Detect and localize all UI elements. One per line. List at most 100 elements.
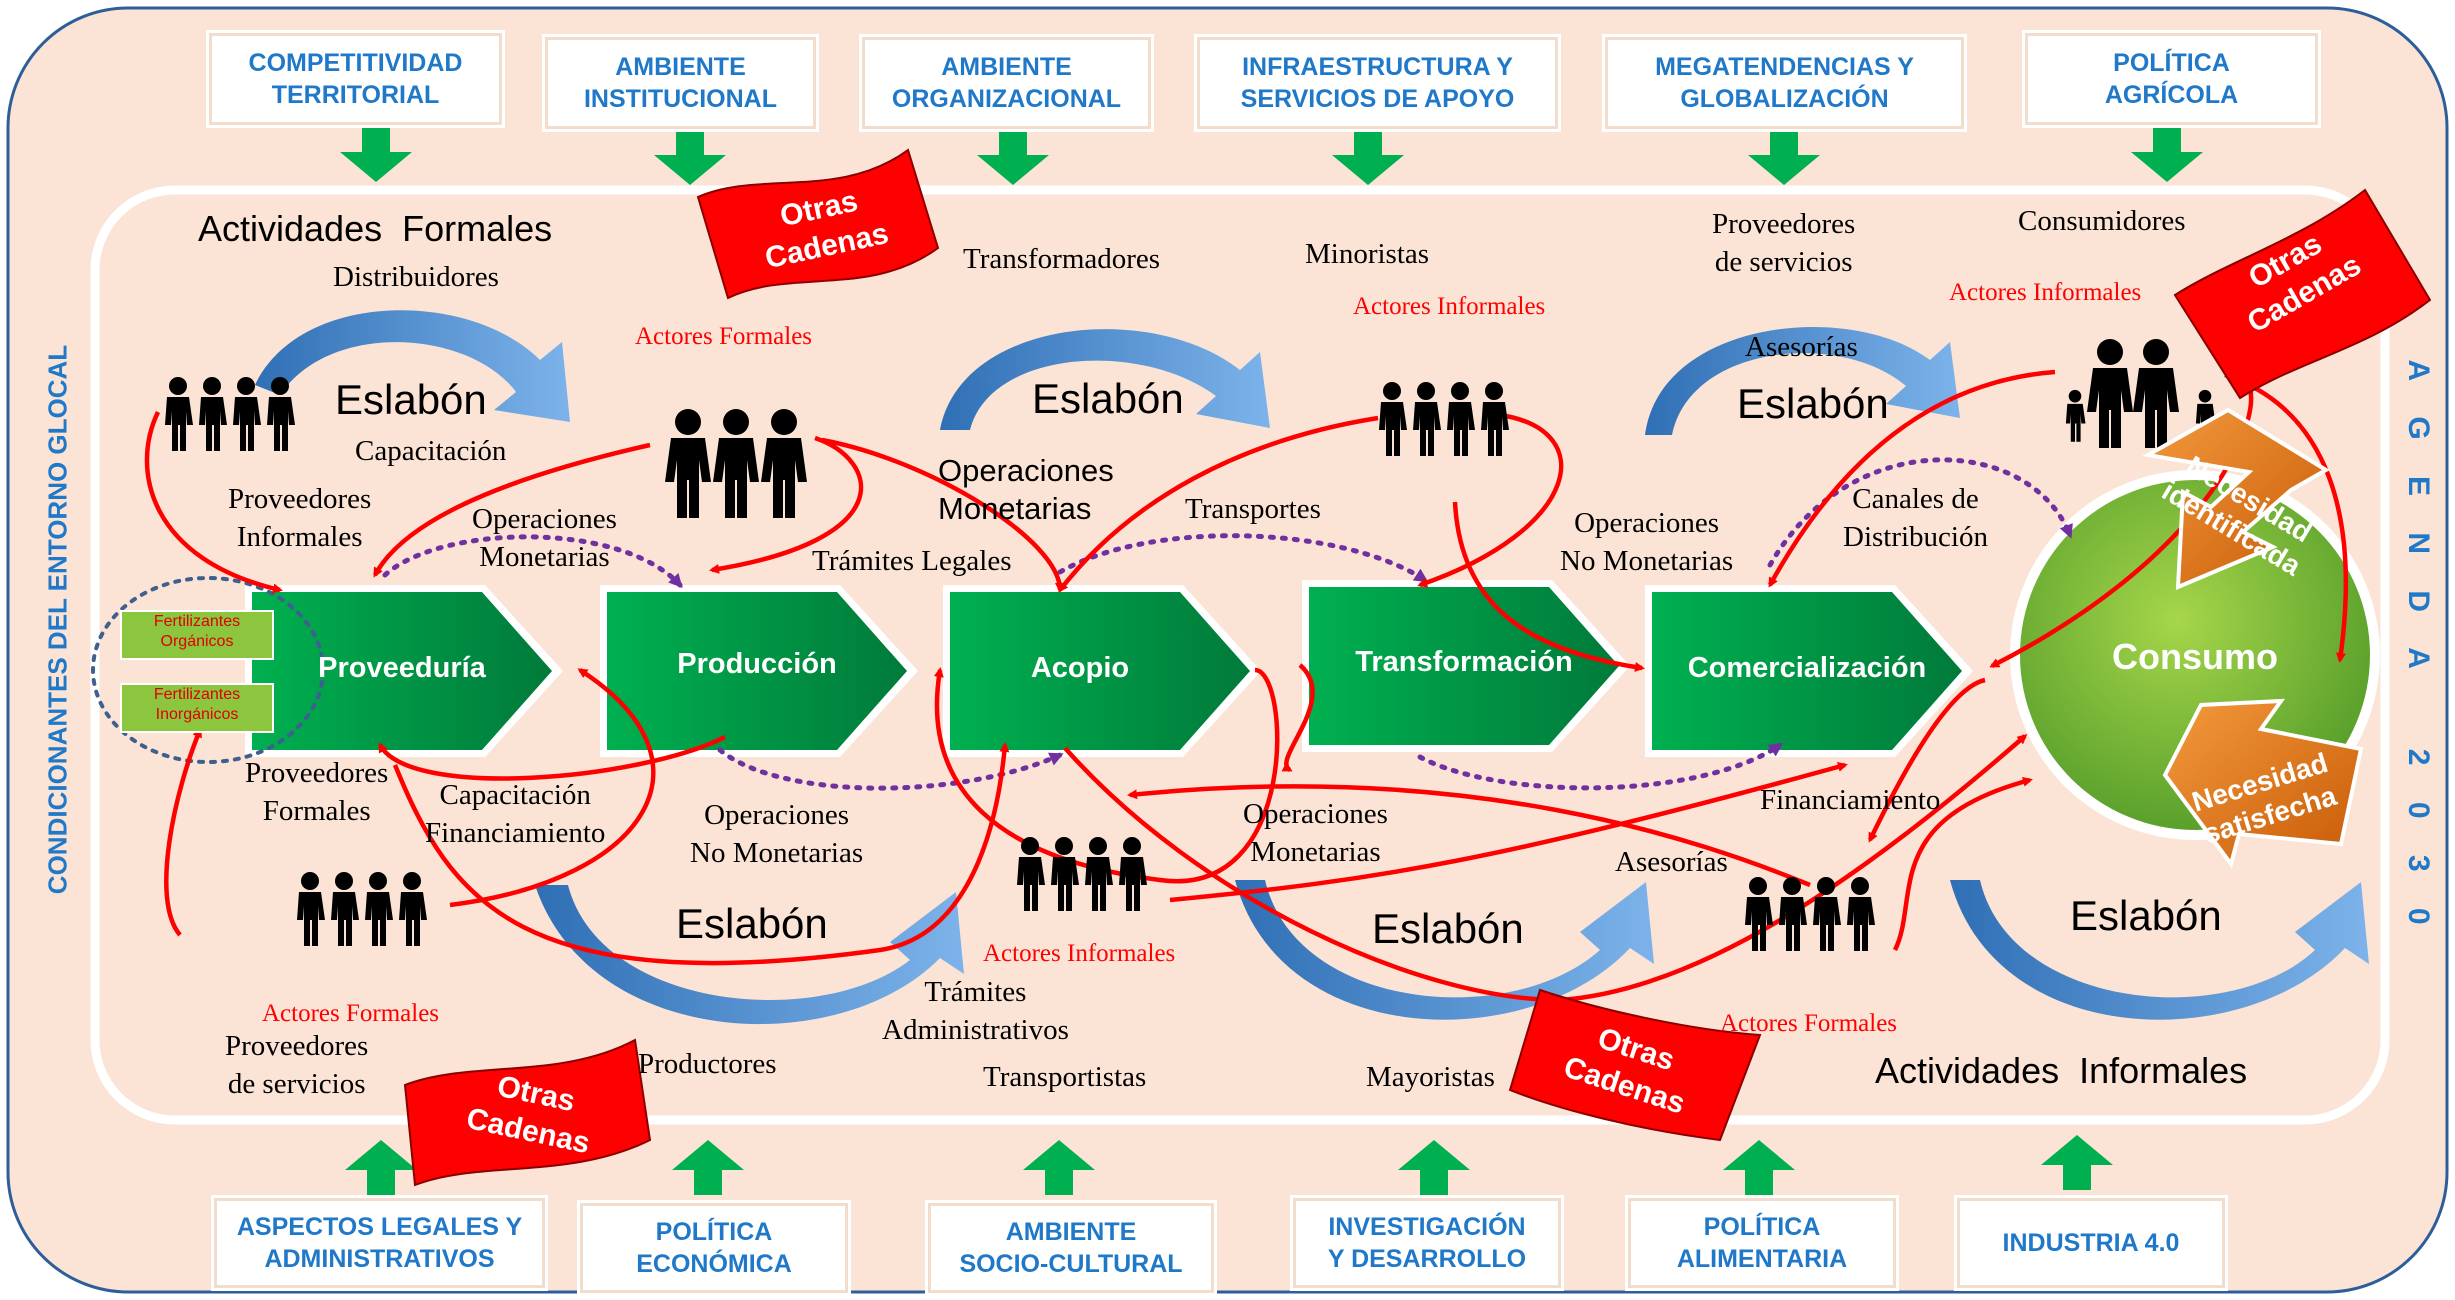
factor-line: AMBIENTE <box>615 53 746 81</box>
stage-arrows <box>245 580 1973 757</box>
factor-line: INDUSTRIA 4.0 <box>2002 1229 2180 1257</box>
factor-aspectos-legales: ASPECTOS LEGALES Y ADMINISTRATIVOS <box>214 1198 545 1288</box>
stage-comercializacion: Comercialización <box>1687 652 1927 684</box>
factor-line: MEGATENDENCIAS Y <box>1655 53 1914 81</box>
factor-line: AMBIENTE <box>941 53 1072 81</box>
label-consumidores: Consumidores <box>2018 205 2186 237</box>
otras-cadenas-flags <box>403 148 2432 1187</box>
label-line: Formales <box>262 795 371 827</box>
factor-line: ADMINISTRATIVOS <box>264 1245 495 1273</box>
label-proveedores-servicios-top: Proveedores de servicios <box>1712 205 1855 281</box>
label-asesorias-top: Asesorías <box>1745 331 1858 363</box>
label-line: Proveedores <box>228 483 372 515</box>
factor-infraestructura: INFRAESTRUCTURA Y SERVICIOS DE APOYO <box>1197 37 1558 129</box>
label-line: Operaciones <box>472 503 617 535</box>
label-line: Capacitación <box>439 779 591 811</box>
label-productores: Productores <box>638 1048 777 1080</box>
actores-formales-label: Actores Formales <box>262 1000 440 1027</box>
top-arrows <box>340 127 2203 185</box>
heading-informal: Actividades Informales <box>1875 1050 2248 1091</box>
label-line: No Monetarias <box>1560 545 1734 577</box>
label-line: Monetarias <box>938 491 1092 526</box>
factor-line: ASPECTOS LEGALES Y <box>236 1213 523 1241</box>
fert-line: Fertilizantes <box>153 686 241 703</box>
factor-line: POLÍTICA <box>1703 1213 1821 1241</box>
stage-proveeduria: Proveeduría <box>318 652 486 684</box>
fertilizer-group-ring <box>91 576 325 764</box>
red-flows <box>144 369 2349 1003</box>
label-tramites-legales: Trámites Legales <box>812 545 1012 577</box>
fert-line: Inorgánicos <box>155 706 239 723</box>
factor-investigacion: INVESTIGACIÓN Y DESARROLLO <box>1293 1198 1561 1288</box>
factor-line: SOCIO-CULTURAL <box>959 1250 1183 1278</box>
label-transportes: Transportes <box>1185 493 1321 525</box>
factor-ambiente-organizacional: AMBIENTE ORGANIZACIONAL <box>862 37 1151 129</box>
label-line: Proveedores <box>225 1030 369 1062</box>
factor-megatendencias: MEGATENDENCIAS Y GLOBALIZACIÓN <box>1605 37 1964 129</box>
stage-transformacion: Transformación <box>1355 646 1573 678</box>
eslabon-label: Eslabón <box>2070 892 2222 939</box>
label-line: Monetarias <box>1250 836 1381 868</box>
factor-line: AMBIENTE <box>1005 1218 1137 1246</box>
label-line: de servicios <box>1714 246 1853 278</box>
label-distribuidores: Distribuidores <box>333 261 499 293</box>
fert-line: Fertilizantes <box>153 613 241 630</box>
factor-ambiente-institucional: AMBIENTE INSTITUCIONAL <box>545 37 816 129</box>
fert-line: Orgánicos <box>160 633 234 650</box>
label-canales-distribucion: Canales de Distribución <box>1843 480 1988 556</box>
factor-line: GLOBALIZACIÓN <box>1680 85 1889 113</box>
factor-line: ECONÓMICA <box>636 1250 792 1278</box>
left-side-label: CONDICIONANTES DEL ENTORNO GLOCAL <box>42 344 73 895</box>
factor-line: INSTITUCIONAL <box>583 85 778 113</box>
eslabon-label: Eslabón <box>676 900 828 947</box>
label-line: Financiamiento <box>425 817 606 849</box>
label-line: Monetarias <box>479 541 610 573</box>
label-minoristas: Minoristas <box>1305 238 1430 270</box>
label-financiamiento: Financiamiento <box>1760 784 1941 816</box>
actores-informales-label: Actores Informales <box>1949 279 2142 306</box>
factor-line: ORGANIZACIONAL <box>891 85 1122 113</box>
label-line: Distribución <box>1843 521 1988 553</box>
label-line: Operaciones <box>1243 798 1388 830</box>
label-line: Canales de <box>1852 483 1979 515</box>
factor-line: COMPETITIVIDAD <box>248 49 463 77</box>
bottom-arrows <box>345 1135 2113 1195</box>
actores-formales-label: Actores Formales <box>1720 1010 1898 1037</box>
eslabon-label: Eslabón <box>1032 375 1184 422</box>
label-line: Informales <box>236 521 363 553</box>
eslabon-label: Eslabón <box>1372 905 1524 952</box>
factor-line: SERVICIOS DE APOYO <box>1240 85 1515 113</box>
label-capacitacion: Capacitación <box>355 435 507 467</box>
label-line: Proveedores <box>1712 208 1856 240</box>
label-asesorias-bottom: Asesorías <box>1615 846 1728 878</box>
dotted-flows <box>382 457 2073 791</box>
label-transformadores: Transformadores <box>963 243 1161 275</box>
factor-line: INVESTIGACIÓN <box>1328 1213 1526 1241</box>
actores-formales-label: Actores Formales <box>635 323 813 350</box>
label-operaciones-no-monetarias-top: Operaciones No Monetarias <box>1560 504 1733 580</box>
factor-line: Y DESARROLLO <box>1327 1245 1527 1273</box>
label-line: Operaciones <box>938 453 1114 488</box>
need-arrows <box>2142 407 2364 869</box>
label-line: Trámites <box>924 976 1027 1008</box>
factor-line: INFRAESTRUCTURA Y <box>1242 53 1513 81</box>
factor-industria-40: INDUSTRIA 4.0 <box>1957 1198 2225 1288</box>
factor-line: AGRÍCOLA <box>2104 81 2239 109</box>
consumo-label: Consumo <box>2112 636 2278 677</box>
actores-informales-label: Actores Informales <box>1353 293 1546 320</box>
stage-acopio: Acopio <box>1030 652 1130 684</box>
label-line: Operaciones <box>1574 507 1720 539</box>
